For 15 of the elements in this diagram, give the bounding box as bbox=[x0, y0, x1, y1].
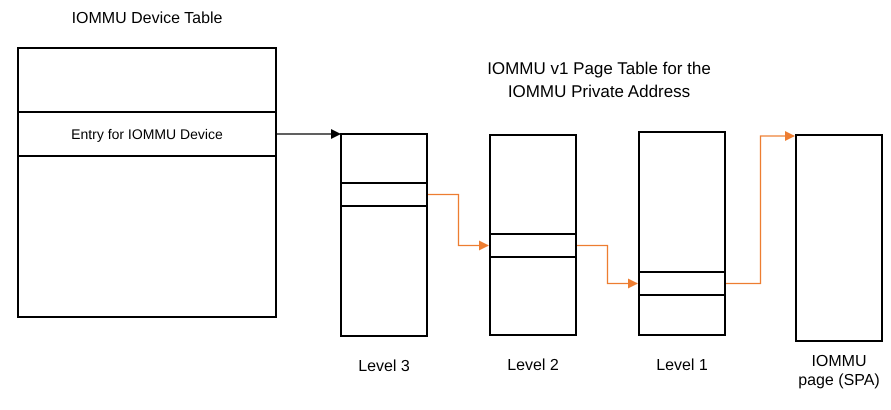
table-entry-row bbox=[489, 233, 577, 258]
table-entry-row bbox=[340, 182, 428, 207]
table-entry-row bbox=[17, 111, 277, 157]
arrow bbox=[726, 131, 795, 284]
table-caption: Level 1 bbox=[655, 356, 709, 376]
table-caption: IOMMU page (SPA) bbox=[797, 352, 881, 390]
arrow bbox=[577, 244, 638, 288]
table-entry-row bbox=[638, 271, 726, 296]
table-caption: IOMMU Device Table bbox=[70, 9, 224, 28]
page-table-heading: IOMMU v1 Page Table for the IOMMU Private Address bbox=[486, 58, 712, 103]
arrow bbox=[277, 129, 341, 139]
table-caption: Level 2 bbox=[506, 356, 560, 376]
entry-label: Entry for IOMMU Device bbox=[71, 126, 223, 142]
arrow bbox=[428, 194, 489, 250]
table-caption: Level 3 bbox=[357, 357, 411, 376]
